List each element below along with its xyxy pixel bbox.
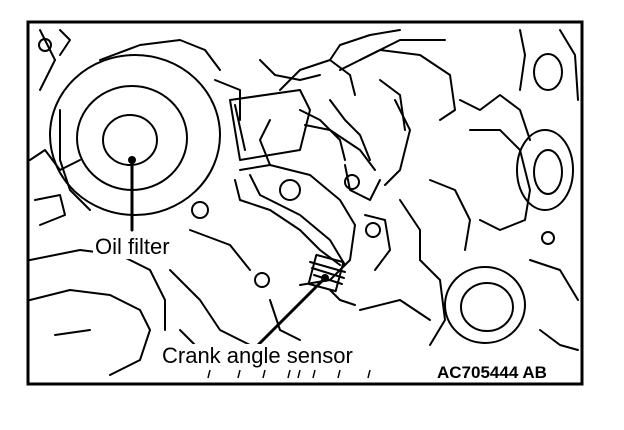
crank-angle-sensor-label: Crank angle sensor [160, 343, 355, 368]
bottom-ticks [207, 369, 371, 379]
engine-line-art [29, 29, 579, 376]
crank-sensor-leader [256, 276, 327, 347]
figure-id: AC705444 AB [437, 363, 547, 382]
oil-filter-body [49, 54, 221, 216]
oil-filter-label: Oil filter [93, 234, 172, 259]
diagram-frame [26, 20, 584, 386]
right-boss [444, 266, 526, 344]
